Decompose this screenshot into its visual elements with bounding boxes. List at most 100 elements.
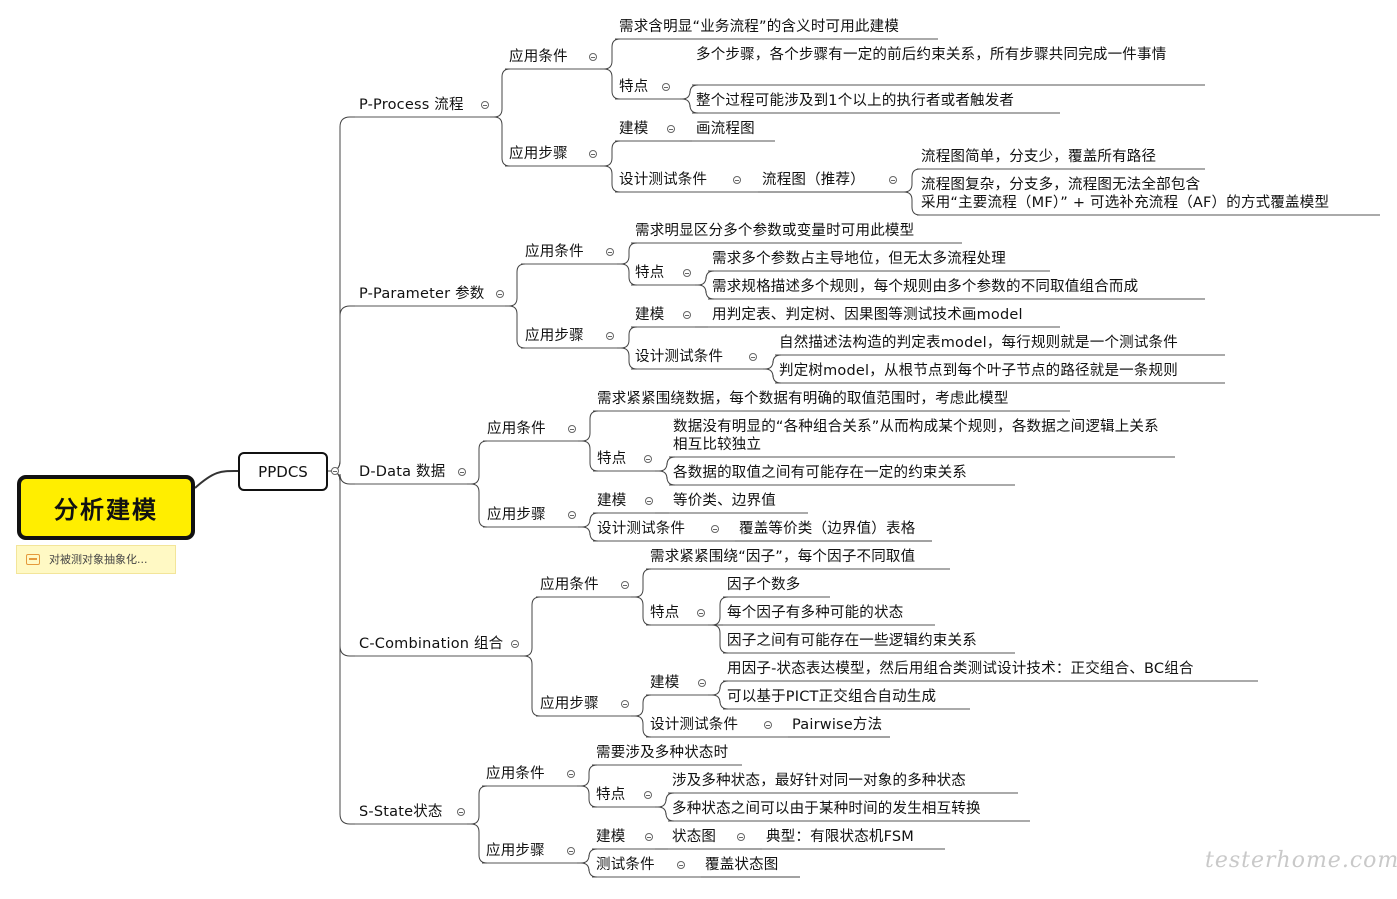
topic-p-process-feat-1[interactable]: 多个步骤，各个步骤有一定的前后约束关系，所有步骤共同完成一件事情 (696, 47, 1167, 63)
topic-c-combination-label[interactable]: C-Combination 组合 (359, 636, 504, 652)
topic-p-parameter-cond-feat[interactable]: 特点 (635, 265, 665, 281)
collapse-toggle-p-process-design[interactable] (733, 176, 741, 184)
topic-c-combination-cond-need[interactable]: 需求紧紧围绕“因子”，每个因子不同取值 (650, 549, 916, 565)
topic-p-process-cond-feat[interactable]: 特点 (619, 79, 649, 95)
topic-d-data-cond-need[interactable]: 需求紧紧围绕数据，每个数据有明确的取值范围时，考虑此模型 (597, 391, 1009, 407)
collapse-toggle-s-state-model[interactable] (645, 833, 653, 841)
collapse-toggle-hub[interactable] (331, 467, 339, 475)
collapse-toggle-p-process-label[interactable] (481, 101, 489, 109)
topic-c-combination-design-v[interactable]: Pairwise方法 (792, 717, 883, 733)
topic-s-state-feat-2[interactable]: 多种状态之间可以由于某种时间的发生相互转换 (672, 801, 981, 817)
collapse-toggle-d-data-design[interactable] (711, 525, 719, 533)
collapse-toggle-s-state-label[interactable] (457, 808, 465, 816)
topic-p-parameter-label[interactable]: P-Parameter 参数 (359, 286, 485, 302)
topic-p-parameter-design[interactable]: 设计测试条件 (635, 349, 724, 365)
topic-p-process-design-complex-1[interactable]: 流程图复杂，分支多，流程图无法全部包含 (921, 177, 1201, 193)
collapse-toggle-s-state-cond-feat[interactable] (644, 791, 652, 799)
collapse-toggle-p-parameter-model[interactable] (683, 311, 691, 319)
topic-p-process-steps[interactable]: 应用步骤 (509, 146, 568, 162)
topic-d-data-label[interactable]: D-Data 数据 (359, 464, 446, 480)
topic-c-combination-feat-3[interactable]: 因子之间有可能存在一些逻辑约束关系 (727, 633, 977, 649)
topic-p-process-model[interactable]: 建模 (619, 121, 649, 137)
collapse-toggle-s-state-cond[interactable] (567, 770, 575, 778)
collapse-toggle-d-data-cond[interactable] (568, 425, 576, 433)
topic-c-combination-feat-2[interactable]: 每个因子有多种可能的状态 (727, 605, 904, 621)
topic-d-data-feat-2[interactable]: 各数据的取值之间有可能存在一定的约束关系 (673, 465, 967, 481)
topic-d-data-steps[interactable]: 应用步骤 (487, 507, 546, 523)
topic-s-state-design-v[interactable]: 覆盖状态图 (705, 857, 779, 873)
topic-p-process-cond-need[interactable]: 需求含明显“业务流程”的含义时可用此建模 (619, 19, 900, 35)
collapse-toggle-c-combination-label[interactable] (511, 640, 519, 648)
collapse-toggle-p-parameter-cond-feat[interactable] (683, 269, 691, 277)
topic-p-parameter-model-v[interactable]: 用判定表、判定树、因果图等测试技术画model (712, 307, 1023, 323)
collapse-toggle-p-parameter-cond[interactable] (606, 248, 614, 256)
root-node[interactable]: 分析建模 (17, 475, 195, 540)
topic-d-data-model[interactable]: 建模 (597, 493, 627, 509)
collapse-toggle-s-state-steps[interactable] (567, 847, 575, 855)
topic-s-state-cond-feat[interactable]: 特点 (596, 787, 626, 803)
topic-c-combination-cond-feat[interactable]: 特点 (650, 605, 680, 621)
topic-p-process-design-simple[interactable]: 流程图简单，分支少，覆盖所有路径 (921, 149, 1157, 165)
topic-s-state-steps[interactable]: 应用步骤 (486, 843, 545, 859)
topic-p-process-design-complex-2[interactable]: 采用“主要流程（MF）” + 可选补充流程（AF）的方式覆盖模型 (921, 195, 1330, 211)
topic-d-data-design[interactable]: 设计测试条件 (597, 521, 686, 537)
topic-p-parameter-design-2[interactable]: 判定树model，从根节点到每个叶子节点的路径就是一条规则 (779, 363, 1178, 379)
collapse-toggle-p-process-cond-feat[interactable] (662, 83, 670, 91)
collapse-toggle-p-process-cond[interactable] (589, 53, 597, 61)
connector-p-parameter-feat-1 (695, 270, 715, 286)
topic-p-process-model-v[interactable]: 画流程图 (696, 121, 755, 137)
collapse-toggle-p-parameter-label[interactable] (496, 290, 504, 298)
collapse-toggle-p-process-model[interactable] (667, 125, 675, 133)
root-note[interactable]: 对被测对象抽象化... (16, 545, 176, 574)
topic-s-state-model[interactable]: 建模 (596, 829, 626, 845)
connector-p-parameter-model (617, 326, 638, 349)
topic-d-data-design-v[interactable]: 覆盖等价类（边界值）表格 (739, 521, 916, 537)
topic-d-data-cond-feat[interactable]: 特点 (597, 451, 627, 467)
collapse-toggle-s-state-design[interactable] (677, 861, 685, 869)
collapse-toggle-p-parameter-design[interactable] (749, 353, 757, 361)
topic-c-combination-model-1[interactable]: 用因子-状态表达模型，然后用组合类测试设计技术：正交组合、BC组合 (727, 661, 1194, 677)
topic-d-data-cond[interactable]: 应用条件 (487, 421, 546, 437)
topic-s-state-label[interactable]: S-State状态 (359, 804, 443, 820)
topic-p-parameter-cond-need[interactable]: 需求明显区分多个参数或变量时可用此模型 (635, 223, 915, 239)
collapse-toggle-c-combination-cond[interactable] (621, 581, 629, 589)
topic-c-combination-design[interactable]: 设计测试条件 (650, 717, 739, 733)
topic-s-state-cond-need[interactable]: 需要涉及多种状态时 (596, 745, 729, 761)
collapse-toggle-p-parameter-steps[interactable] (606, 332, 614, 340)
topic-c-combination-model[interactable]: 建模 (650, 675, 680, 691)
collapse-toggle-d-data-cond-feat[interactable] (644, 455, 652, 463)
topic-c-combination-model-2[interactable]: 可以基于PICT正交组合自动生成 (727, 689, 937, 705)
topic-p-process-design[interactable]: 设计测试条件 (619, 172, 708, 188)
collapse-toggle-c-combination-model[interactable] (698, 679, 706, 687)
topic-s-state-feat-1[interactable]: 涉及多种状态，最好针对同一对象的多种状态 (672, 773, 966, 789)
collapse-toggle-p-process-steps[interactable] (589, 150, 597, 158)
topic-s-state-cond[interactable]: 应用条件 (486, 766, 545, 782)
topic-p-parameter-design-1[interactable]: 自然描述法构造的判定表model，每行规则就是一个测试条件 (779, 335, 1178, 351)
topic-d-data-feat-1[interactable]: 数据没有明显的“各种组合关系”从而构成某个规则，各数据之间逻辑上关系相互比较独立 (673, 419, 1159, 453)
topic-p-process-cond[interactable]: 应用条件 (509, 49, 568, 65)
topic-p-process-feat-2[interactable]: 整个过程可能涉及到1个以上的执行者或者触发者 (696, 93, 1015, 109)
topic-s-state-model-v[interactable]: 状态图 (672, 829, 717, 845)
topic-p-parameter-model[interactable]: 建模 (635, 307, 665, 323)
topic-p-process-label[interactable]: P-Process 流程 (359, 97, 464, 113)
collapse-toggle-p-process-design-v[interactable] (889, 176, 897, 184)
ppdcs-node[interactable]: PPDCS (238, 452, 328, 491)
topic-c-combination-feat-1[interactable]: 因子个数多 (727, 577, 801, 593)
topic-c-combination-steps[interactable]: 应用步骤 (540, 696, 599, 712)
topic-c-combination-cond[interactable]: 应用条件 (540, 577, 599, 593)
topic-p-parameter-feat-1[interactable]: 需求多个参数占主导地位，但无太多流程处理 (712, 251, 1006, 267)
collapse-toggle-d-data-label[interactable] (458, 468, 466, 476)
topic-d-data-model-v[interactable]: 等价类、边界值 (673, 493, 776, 509)
collapse-toggle-d-data-steps[interactable] (568, 511, 576, 519)
collapse-toggle-c-combination-cond-feat[interactable] (697, 609, 705, 617)
topic-p-process-design-v[interactable]: 流程图（推荐） (762, 172, 865, 188)
topic-s-state-design[interactable]: 测试条件 (596, 857, 655, 873)
topic-p-parameter-cond[interactable]: 应用条件 (525, 244, 584, 260)
topic-p-parameter-feat-2[interactable]: 需求规格描述多个规则，每个规则由多个参数的不同取值组合而成 (712, 279, 1139, 295)
collapse-toggle-d-data-model[interactable] (645, 497, 653, 505)
collapse-toggle-c-combination-steps[interactable] (621, 700, 629, 708)
topic-s-state-model-v2[interactable]: 典型：有限状态机FSM (766, 829, 914, 845)
collapse-toggle-c-combination-design[interactable] (764, 721, 772, 729)
collapse-toggle-s-state-model-v[interactable] (737, 833, 745, 841)
topic-p-parameter-steps[interactable]: 应用步骤 (525, 328, 584, 344)
